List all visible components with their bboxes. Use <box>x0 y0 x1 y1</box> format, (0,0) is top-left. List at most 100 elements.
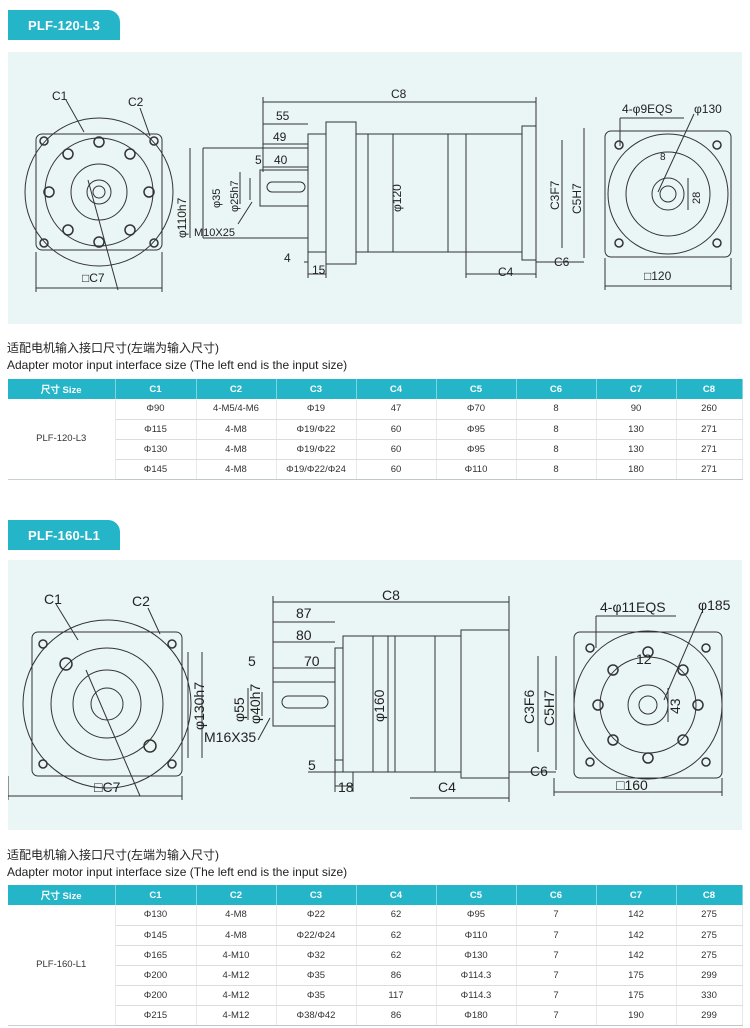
table-cell: 86 <box>356 1005 437 1026</box>
header-c7: C7 <box>596 885 677 905</box>
header-c8: C8 <box>676 885 743 905</box>
table-cell: Φ200 <box>115 985 197 1006</box>
table-cell: 260 <box>676 399 743 420</box>
table-cell: 117 <box>356 985 437 1006</box>
table-cell: 7 <box>516 965 597 986</box>
label-dim-b: 49 <box>273 130 287 144</box>
table-cell: 60 <box>356 419 437 440</box>
table-cell: Φ19/Φ22 <box>276 419 357 440</box>
table-row: PLF-160-L1 Φ130 4-M8 Φ22 62 Φ95 7 142 27… <box>8 905 743 1026</box>
table-header-row: 尺寸 Size C1 C2 C3 C4 C5 C6 C7 C8 <box>8 885 743 905</box>
table-cell: Φ19 <box>276 399 357 420</box>
caption-cn: 适配电机输入接口尺寸(左端为输入尺寸) <box>7 848 219 862</box>
table-row: Φ215 4-M12 Φ38/Φ42 86 Φ180 7 190 299 <box>8 1005 743 1026</box>
table-cell: 86 <box>356 965 437 986</box>
label-body-od: φ160 <box>371 689 387 722</box>
spec-table: 尺寸 Size C1 C2 C3 C4 C5 C6 C7 C8 PLF-120-… <box>8 379 743 480</box>
label-thread: M10X25 <box>194 227 235 239</box>
header-c7: C7 <box>596 379 677 399</box>
table-row: PLF-120-L3 Φ90 4-M5/4-M6 Φ19 47 Φ70 8 90… <box>8 399 743 480</box>
table-cell: 7 <box>516 1005 597 1026</box>
label-pcd: φ185 <box>698 597 731 613</box>
table-cell: 175 <box>596 985 677 1006</box>
table-cell: Φ90 <box>115 399 197 420</box>
table-cell: Φ180 <box>436 1005 517 1026</box>
table-cell: 142 <box>596 905 677 926</box>
label-dim-b: 80 <box>296 627 312 643</box>
table-cell: 60 <box>356 439 437 460</box>
label-c3: C3F6 <box>521 690 537 724</box>
table-cell: 4-M8 <box>196 459 277 480</box>
label-dim-e: 5 <box>308 757 316 773</box>
table-cell: Φ35 <box>276 985 357 1006</box>
label-thread: M16X35 <box>204 729 256 745</box>
table-cell: 175 <box>596 965 677 986</box>
model-cell: PLF-160-L1 <box>8 905 116 1026</box>
label-square: □120 <box>644 269 672 283</box>
table-cell: Φ19/Φ22 <box>276 439 357 460</box>
table-cell: 130 <box>596 439 677 460</box>
header-c6: C6 <box>516 379 597 399</box>
table-cell: Φ110 <box>436 459 517 480</box>
table-cell: 62 <box>356 905 437 926</box>
table-cell: 4-M5/4-M6 <box>196 399 277 420</box>
table-cell: Φ145 <box>115 459 197 480</box>
table-cell: Φ32 <box>276 945 357 966</box>
header-c2: C2 <box>196 885 277 905</box>
header-c4: C4 <box>356 379 437 399</box>
table-cell: 271 <box>676 439 743 460</box>
table-cell: 142 <box>596 925 677 946</box>
table-cell: Φ110 <box>436 925 517 946</box>
label-shaft-fit: φ25h7 <box>229 180 241 212</box>
table-cell: Φ22 <box>276 905 357 926</box>
table-header-row: 尺寸 Size C1 C2 C3 C4 C5 C6 C7 C8 <box>8 379 743 399</box>
label-c3: C3F7 <box>548 180 562 210</box>
table-cell: 4-M12 <box>196 965 277 986</box>
table-cell: Φ38/Φ42 <box>276 1005 357 1026</box>
table-cell: 4-M12 <box>196 985 277 1006</box>
header-size: 尺寸 Size <box>8 379 116 399</box>
table-cell: 90 <box>596 399 677 420</box>
table-cell: 180 <box>596 459 677 480</box>
table-cell: 47 <box>356 399 437 420</box>
header-c6: C6 <box>516 885 597 905</box>
caption-en: Adapter motor input interface size (The … <box>7 358 348 372</box>
table-cell: Φ95 <box>436 419 517 440</box>
table-cell: 299 <box>676 965 743 986</box>
table-cell: 271 <box>676 459 743 480</box>
table-cell: Φ95 <box>436 439 517 460</box>
label-dim-c: 5 <box>248 653 256 669</box>
table-cell: Φ95 <box>436 905 517 926</box>
label-c5: C5H7 <box>541 690 557 726</box>
label-dim-f: 15 <box>312 263 326 277</box>
technical-drawing: C1 C2 □C7 φ110h7 φ35 φ25h7 M10X25 55 49 … <box>8 52 742 324</box>
table-cell: Φ215 <box>115 1005 197 1026</box>
label-c6: C6 <box>554 255 570 269</box>
label-dim-a: 55 <box>276 109 290 123</box>
table-cell: 7 <box>516 985 597 1006</box>
label-key-height: 43 <box>667 698 683 714</box>
table-cell: 4-M10 <box>196 945 277 966</box>
header-c5: C5 <box>436 885 517 905</box>
drawing-svg: C1 C2 □C7 φ110h7 φ35 φ25h7 M10X25 55 49 … <box>24 87 732 292</box>
table-row: Φ115 4-M8 Φ19/Φ22 60 Φ95 8 130 271 <box>8 419 743 440</box>
table-cell: 130 <box>596 419 677 440</box>
label-key-height: 28 <box>691 192 703 204</box>
technical-drawing: C1 C2 □C7 φ130h7 φ55 φ40h7 M16X35 87 80 … <box>8 560 742 830</box>
table-row: Φ200 4-M12 Φ35 86 Φ114.3 7 175 299 <box>8 965 743 986</box>
header-c3: C3 <box>276 379 357 399</box>
table-cell: 4-M8 <box>196 925 277 946</box>
table-cell: 8 <box>516 419 597 440</box>
table-row: Φ145 4-M8 Φ19/Φ22/Φ24 60 Φ110 8 180 271 <box>8 459 743 480</box>
header-c2: C2 <box>196 379 277 399</box>
label-c1: C1 <box>44 591 62 607</box>
table-row: Φ200 4-M12 Φ35 117 Φ114.3 7 175 330 <box>8 985 743 1006</box>
table-cell: 7 <box>516 905 597 926</box>
label-pcd: φ130 <box>694 102 722 116</box>
table-cell: 4-M8 <box>196 905 277 926</box>
table-cell: Φ165 <box>115 945 197 966</box>
label-c4: C4 <box>498 265 514 279</box>
label-c4: C4 <box>438 779 456 795</box>
label-c7: □C7 <box>82 271 105 285</box>
table-cell: Φ114.3 <box>436 985 517 1006</box>
